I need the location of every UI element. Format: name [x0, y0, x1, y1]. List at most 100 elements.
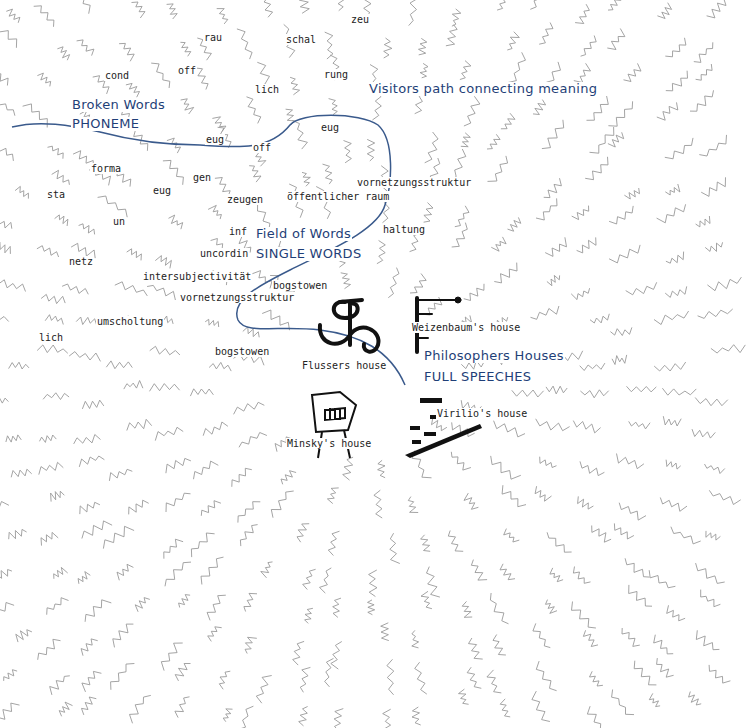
word-trace: [194, 461, 219, 479]
word-trace: [415, 662, 427, 694]
word-trace: [451, 452, 471, 470]
word-trace: [649, 693, 660, 706]
word-trace: [111, 664, 135, 690]
word-trace: [487, 134, 500, 149]
word-trace: [196, 68, 208, 90]
word-trace: [535, 486, 551, 501]
word-trace: [578, 496, 594, 509]
word-trace: [45, 315, 63, 325]
word-trace: [132, 2, 146, 18]
word-trace: [329, 99, 338, 115]
word-trace: [82, 671, 102, 692]
word-trace: [536, 419, 570, 431]
word-trace: [696, 563, 725, 583]
word-trace: [271, 491, 293, 518]
word-trace: [711, 345, 745, 353]
word-trace: [502, 485, 526, 507]
word-fragment: sta: [46, 189, 66, 200]
word-trace: [491, 237, 506, 251]
word-trace: [545, 237, 566, 256]
word-trace: [0, 312, 9, 322]
word-trace: [320, 568, 332, 593]
word-trace: [500, 699, 510, 717]
word-trace: [696, 64, 713, 80]
word-trace: [657, 658, 674, 677]
word-trace: [585, 157, 608, 180]
word-trace: [381, 623, 389, 641]
word-trace: [209, 362, 231, 371]
word-fragment: gen: [192, 172, 212, 183]
word-trace: [696, 216, 710, 227]
word-trace: [341, 273, 351, 289]
word-trace: [575, 4, 589, 23]
word-fragment: vornetzungsstruktur: [356, 177, 472, 188]
word-fragment: cond: [104, 70, 130, 81]
word-trace: [57, 47, 69, 60]
word-trace: [629, 421, 650, 429]
word-trace: [237, 29, 252, 59]
word-trace: [694, 42, 713, 62]
word-trace: [531, 306, 559, 319]
word-trace: [55, 215, 68, 226]
word-trace: [9, 529, 27, 539]
word-trace: [705, 242, 722, 251]
word-trace: [427, 567, 440, 598]
word-trace: [471, 560, 487, 581]
word-trace: [238, 502, 260, 523]
word-trace: [161, 643, 182, 671]
word-trace: [469, 638, 483, 659]
word-trace: [609, 206, 633, 224]
word-trace: [692, 429, 715, 438]
word-trace: [163, 160, 184, 184]
word-trace: [234, 402, 265, 414]
word-trace: [378, 460, 386, 477]
word-trace: [657, 102, 678, 120]
word-trace: [654, 311, 689, 325]
word-trace: [508, 52, 526, 82]
word-trace: [0, 23, 17, 48]
word-trace: [247, 97, 261, 124]
word-trace: [571, 288, 589, 299]
word-trace: [11, 469, 32, 477]
virilio-house-symbol: [405, 398, 482, 458]
word-trace: [331, 642, 342, 670]
word-trace: [9, 362, 29, 369]
word-trace: [608, 0, 621, 10]
word-trace: [629, 585, 652, 606]
word-trace: [0, 145, 13, 161]
word-fragment: bogstowen: [272, 280, 328, 291]
word-trace: [37, 246, 59, 257]
word-trace: [293, 641, 304, 665]
word-trace: [388, 268, 399, 298]
word-trace: [237, 706, 254, 728]
word-trace: [533, 100, 546, 115]
word-trace: [0, 242, 10, 254]
word-trace: [494, 421, 525, 437]
word-trace: [367, 139, 375, 161]
word-trace: [550, 568, 563, 582]
word-trace: [205, 319, 219, 327]
word-trace: [547, 532, 572, 552]
word-trace: [587, 706, 607, 728]
word-trace: [208, 627, 222, 642]
word-trace: [179, 595, 191, 608]
word-trace: [384, 38, 392, 58]
word-trace: [421, 535, 431, 552]
word-trace: [328, 531, 339, 555]
word-trace: [657, 204, 686, 223]
word-fragment: forma: [90, 163, 122, 174]
word-trace: [573, 567, 590, 584]
word-trace: [79, 224, 95, 235]
word-trace: [627, 386, 657, 392]
word-trace: [169, 215, 183, 229]
word-trace: [43, 393, 69, 400]
word-trace: [533, 623, 550, 647]
word-trace: [249, 166, 261, 182]
word-trace: [455, 206, 469, 227]
word-trace: [701, 590, 721, 607]
word-fragment: lich: [38, 332, 64, 343]
word-trace: [81, 639, 98, 656]
word-trace: [542, 120, 564, 149]
word-trace: [0, 570, 12, 582]
word-trace: [452, 9, 461, 26]
